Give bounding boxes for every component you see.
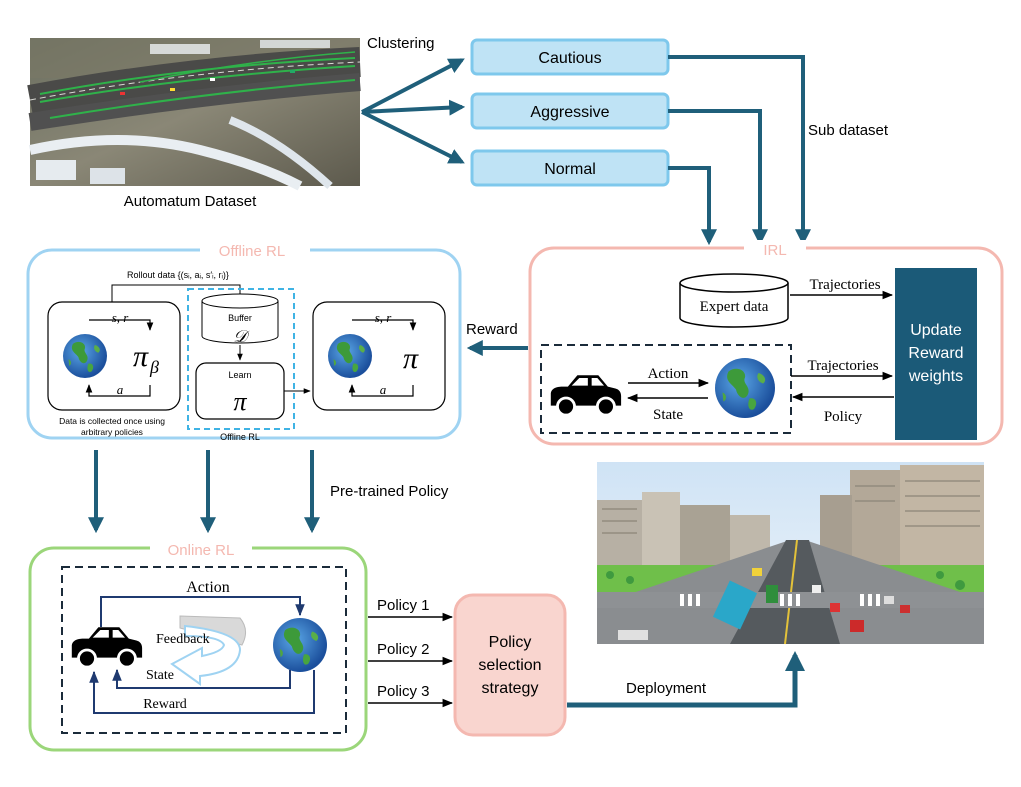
update-reward-box bbox=[895, 268, 977, 440]
pretrained-label: Pre-trained Policy bbox=[330, 483, 449, 500]
rollout-label: Rollout data {(sᵢ, aᵢ, s′ᵢ, rᵢ)} bbox=[127, 270, 229, 280]
selection-line2: selection bbox=[478, 657, 541, 674]
cluster-normal: Normal bbox=[470, 149, 670, 187]
learn-title: Learn bbox=[228, 370, 251, 380]
learn-pi: π bbox=[233, 387, 247, 416]
online-state-label: State bbox=[146, 668, 174, 683]
cluster-arrow-cautious bbox=[361, 58, 465, 114]
selection-line1: Policy bbox=[489, 634, 532, 651]
pi-symbol: π bbox=[403, 342, 419, 375]
pi-beta-symbol: π bbox=[133, 340, 149, 373]
expert-data-cylinder: Expert data bbox=[679, 273, 789, 328]
arrow-normal-irl bbox=[668, 166, 717, 246]
feedback-loop-icon bbox=[170, 615, 246, 686]
cluster-arrow-aggressive bbox=[361, 99, 466, 116]
online-rl-panel: Online RL Action Feedback State Reward bbox=[28, 540, 368, 752]
policy-1-label: Policy 1 bbox=[377, 597, 430, 614]
sub-dataset-label: Sub dataset bbox=[808, 122, 889, 139]
note-line1: Data is collected once using bbox=[59, 416, 165, 426]
globe-icon bbox=[273, 618, 327, 672]
irl-title: IRL bbox=[763, 242, 786, 259]
state-label: State bbox=[653, 407, 683, 423]
sr-label-left: s, r bbox=[112, 310, 130, 325]
policy-3-label: Policy 3 bbox=[377, 683, 430, 700]
clustering-label: Clustering bbox=[367, 35, 435, 52]
update-reward-line1: Update bbox=[910, 322, 962, 339]
irl-environment-box bbox=[540, 344, 792, 434]
cluster-aggressive: Aggressive bbox=[470, 92, 670, 130]
update-reward-line3: weights bbox=[908, 368, 963, 385]
cluster-label: Aggressive bbox=[530, 104, 609, 121]
policy-2-label: Policy 2 bbox=[377, 641, 430, 658]
expert-data-label: Expert data bbox=[700, 299, 769, 315]
dataset-caption: Automatum Dataset bbox=[124, 193, 257, 210]
note-line2: arbitrary policies bbox=[81, 427, 143, 437]
online-reward-label: Reward bbox=[143, 697, 187, 712]
online-action-label: Action bbox=[186, 579, 230, 596]
policy-selection-box: Policy selection strategy bbox=[453, 593, 567, 737]
buffer-cylinder: Buffer 𝒟 bbox=[201, 293, 279, 346]
deployment-arrow bbox=[567, 651, 805, 708]
buffer-symbol: 𝒟 bbox=[233, 327, 250, 346]
cluster-label: Normal bbox=[544, 161, 596, 178]
offline-rl-sublabel: Offline RL bbox=[220, 432, 260, 442]
sr-label-right: s, r bbox=[375, 310, 393, 325]
dataset-image bbox=[27, 38, 361, 191]
trajectories-label-1: Trajectories bbox=[809, 277, 880, 293]
cluster-label: Cautious bbox=[538, 50, 601, 67]
a-label-right: a bbox=[380, 382, 387, 397]
globe-icon bbox=[328, 334, 372, 378]
globe-icon bbox=[715, 358, 775, 418]
irl-panel: IRL Expert data Trajectories Action Stat… bbox=[528, 240, 1004, 446]
feedback-label: Feedback bbox=[156, 632, 210, 647]
selection-line3: strategy bbox=[482, 680, 539, 697]
deployment-label: Deployment bbox=[626, 680, 707, 697]
policy-label: Policy bbox=[824, 409, 863, 425]
cluster-cautious: Cautious bbox=[470, 38, 670, 76]
action-label: Action bbox=[648, 366, 689, 382]
update-reward-line2: Reward bbox=[908, 345, 963, 362]
arrow-cautious-irl bbox=[668, 55, 811, 246]
offline-rl-panel: Offline RL Rollout data {(sᵢ, aᵢ, s′ᵢ, r… bbox=[26, 241, 462, 442]
online-rl-title: Online RL bbox=[168, 542, 235, 559]
online-environment-box bbox=[61, 566, 347, 734]
simulation-image bbox=[597, 462, 984, 645]
offline-rl-title: Offline RL bbox=[219, 243, 285, 260]
buffer-title: Buffer bbox=[228, 313, 252, 323]
offline-rl-inner bbox=[187, 288, 295, 430]
trajectories-label-2: Trajectories bbox=[807, 358, 878, 374]
cluster-arrow-normal bbox=[361, 110, 465, 164]
reward-label: Reward bbox=[466, 321, 518, 338]
a-label-left: a bbox=[117, 382, 124, 397]
arrow-aggressive-irl bbox=[668, 109, 768, 246]
beta-subscript: β bbox=[149, 357, 159, 377]
globe-icon bbox=[63, 334, 107, 378]
